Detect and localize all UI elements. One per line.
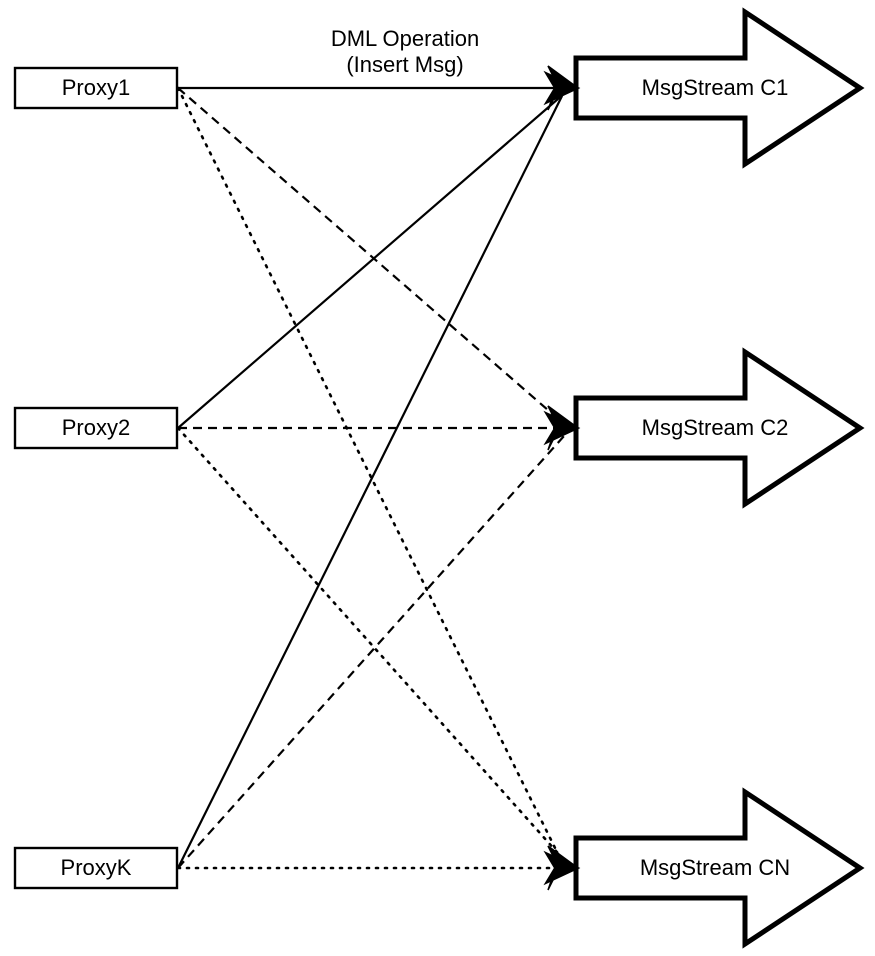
annotation-layer: DML Operation (Insert Msg) <box>331 26 479 77</box>
dml-operation-label-line1: DML Operation <box>331 26 479 51</box>
arrowhead-c1-spread <box>547 65 580 111</box>
proxy-node-proxy2[interactable]: Proxy2 <box>13 406 179 450</box>
proxy-node-proxyK[interactable]: ProxyK <box>13 846 179 890</box>
proxy-node-proxy1[interactable]: Proxy1 <box>13 66 179 110</box>
stream-node-stream-c1[interactable]: MsgStream C1 <box>573 7 865 169</box>
proxy-box-proxyK[interactable] <box>13 846 179 890</box>
stream-node-stream-c2[interactable]: MsgStream C2 <box>573 347 865 509</box>
proxy-label-proxy1: Proxy1 <box>62 75 130 100</box>
links-layer <box>176 86 570 870</box>
link-proxyK-to-c1 <box>177 95 563 869</box>
link-proxy2-to-c1 <box>177 91 567 429</box>
arrowhead-c2-spread <box>547 405 580 451</box>
proxy-box-proxy1[interactable] <box>13 66 179 110</box>
streams-layer: MsgStream C1 MsgStream C2 MsgStream CN <box>573 7 865 949</box>
link-proxy2-to-cn <box>176 426 566 862</box>
proxy-label-proxyK: ProxyK <box>61 855 132 880</box>
stream-label-stream-cn: MsgStream CN <box>640 855 790 880</box>
dml-operation-label-line2: (Insert Msg) <box>346 52 463 77</box>
stream-label-stream-c1: MsgStream C1 <box>642 75 789 100</box>
link-proxy1-to-cn <box>176 86 564 864</box>
stream-arrow-shape-stream-c2[interactable] <box>573 347 865 509</box>
stream-arrow-shape-stream-c1[interactable] <box>573 7 865 169</box>
proxy-box-proxy2[interactable] <box>13 406 179 450</box>
link-proxyK-to-c2 <box>177 435 565 869</box>
arrowhead-cn-spread <box>547 845 580 891</box>
arrowheads-layer <box>543 65 581 891</box>
stream-node-stream-cn[interactable]: MsgStream CN <box>573 787 865 949</box>
stream-label-stream-c2: MsgStream C2 <box>642 415 789 440</box>
proxy-label-proxy2: Proxy2 <box>62 415 130 440</box>
stream-arrow-shape-stream-cn[interactable] <box>573 787 865 949</box>
link-proxy1-to-c2 <box>177 87 565 425</box>
